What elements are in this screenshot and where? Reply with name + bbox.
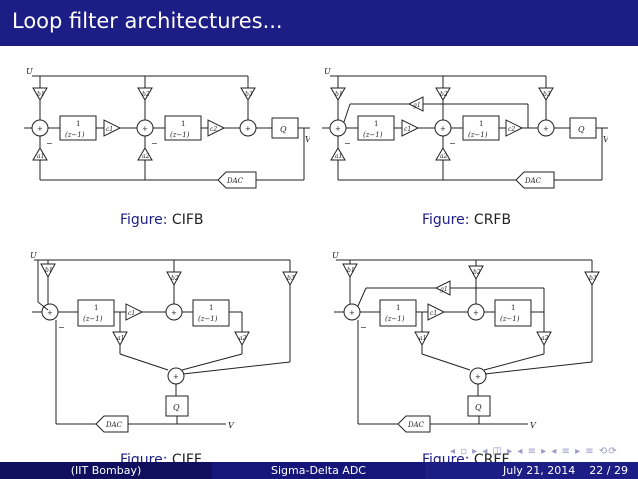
cifb-sum1-plus: + [37, 125, 43, 133]
caption-crfb: Figure: CRFB [422, 212, 511, 228]
crfb-input-label: U [324, 67, 331, 76]
footer-date: July 21, 2014 [503, 464, 576, 477]
cifb-quantizer-label: Q [280, 125, 287, 134]
ciff-diagram: U b1 b2 b3 + + + − 1 (z−1) 1 (z−1) c1 a1… [30, 251, 298, 433]
crfb-b1-label: b1 [335, 91, 343, 98]
crfb-sum2-minus: − [449, 139, 456, 148]
ciff-int1-num: 1 [94, 304, 98, 312]
caption-crfb-name: CRFB [473, 212, 512, 228]
crfb-sum3-plus: + [543, 125, 549, 133]
crff-sum2-plus: + [473, 309, 479, 317]
crfb-a2-label: a2 [440, 153, 448, 160]
crff-b1-label: b1 [347, 267, 355, 274]
ciff-dac-label: DAC [105, 421, 123, 429]
cifb-int2-den: (z−1) [170, 131, 190, 139]
cifb-int2-num: 1 [181, 120, 185, 128]
crfb-diagram: U b1 b2 b3 g1 + + + − − 1 (z−1) 1 (z−1) … [322, 67, 608, 189]
crfb-dac-label: DAC [524, 177, 542, 185]
caption-crfb-prefix: Figure: [422, 212, 470, 228]
ciff-quantizer-label: Q [173, 403, 180, 412]
crfb-b3-label: b3 [543, 91, 551, 98]
ciff-int2-den: (z−1) [198, 315, 218, 323]
crff-g1-label: g1 [440, 286, 448, 293]
ciff-b2-label: b2 [171, 275, 179, 282]
cifb-output-label: V [305, 135, 310, 144]
ciff-sum3-plus: + [173, 373, 179, 381]
caption-cifb: Figure: CIFB [120, 212, 203, 228]
crfb-quantizer-label: Q [578, 125, 585, 134]
ciff-b3-label: b3 [287, 275, 295, 282]
cifb-input-label: U [26, 67, 33, 76]
crff-a2-label: a2 [541, 335, 549, 342]
ciff-int2-num: 1 [209, 304, 213, 312]
cifb-c1-label: c1 [106, 126, 113, 133]
crff-input-label: U [332, 251, 339, 260]
cifb-sum2-minus: − [151, 139, 158, 148]
cifb-sum2-plus: + [142, 125, 148, 133]
crfb-sum1-plus: + [335, 125, 341, 133]
crff-b2-label: b2 [473, 269, 481, 276]
crff-sum1-plus: + [349, 309, 355, 317]
cifb-diagram: U b1 b2 b3 + + + − − 1 (z−1) 1 (z−1) c1 … [24, 67, 310, 189]
crfb-a1-label: a1 [335, 153, 342, 160]
footer-talk-title: Sigma-Delta ADC [212, 462, 425, 479]
crfb-int2-den: (z−1) [468, 131, 488, 139]
crff-sum3-plus: + [475, 373, 481, 381]
crff-int1-den: (z−1) [385, 315, 405, 323]
footer-bar: (IIT Bombay) Sigma-Delta ADC July 21, 20… [0, 462, 638, 479]
ciff-sum1-plus: + [47, 309, 53, 317]
crff-quantizer-label: Q [475, 403, 482, 412]
crff-b3-label: b3 [589, 275, 597, 282]
crfb-g1-label: g1 [413, 102, 421, 109]
cifb-b2-label: b2 [142, 91, 150, 98]
ciff-a2-label: a2 [239, 335, 247, 342]
crfb-int1-den: (z−1) [363, 131, 383, 139]
cifb-a1-label: a1 [37, 153, 44, 160]
crff-a1-label: a1 [419, 335, 426, 342]
footer-institution: (IIT Bombay) [0, 462, 212, 479]
crff-int2-num: 1 [511, 304, 515, 312]
crff-diagram: U b1 b2 b3 g1 + + + − 1 (z−1) 1 (z−1) c1… [332, 251, 600, 433]
beamer-navigation-icons[interactable]: ◂ ▫ ▸ ◂ ◫ ▸ ◂ ≡ ▸ ◂ ≡ ▸ ≡ ⟲⟳ [450, 446, 618, 457]
caption-cifb-name: CIFB [171, 212, 204, 228]
footer-right: July 21, 2014 22 / 29 [425, 462, 638, 479]
crfb-output-label: V [603, 135, 608, 144]
cifb-sum1-minus: − [46, 139, 53, 148]
slide-title: Loop filter architectures... [12, 9, 283, 33]
ciff-sum1-minus: − [58, 323, 65, 332]
ciff-input-label: U [30, 251, 37, 260]
footer-page-number: 22 / 29 [589, 464, 628, 477]
ciff-sum2-plus: + [171, 309, 177, 317]
ciff-c1-label: c1 [128, 310, 135, 317]
cifb-c2-label: c2 [210, 126, 217, 133]
cifb-b3-label: b3 [245, 91, 253, 98]
crff-output-label: V [530, 421, 537, 430]
crfb-sum2-plus: + [440, 125, 446, 133]
crff-sum1-minus: − [360, 323, 367, 332]
crfb-b2-label: b2 [440, 91, 448, 98]
crff-c1-label: c1 [430, 310, 437, 317]
cifb-dac-label: DAC [226, 177, 244, 185]
title-bar: Loop filter architectures... [0, 0, 638, 46]
cifb-a2-label: a2 [142, 153, 150, 160]
cifb-int1-num: 1 [76, 120, 80, 128]
crff-dac-label: DAC [407, 421, 425, 429]
cifb-b1-label: b1 [37, 91, 45, 98]
cifb-sum3-plus: + [245, 125, 251, 133]
crfb-int1-num: 1 [374, 120, 378, 128]
crfb-c1-label: c1 [404, 126, 411, 133]
crff-int2-den: (z−1) [500, 315, 520, 323]
crfb-sum1-minus: − [344, 139, 351, 148]
ciff-b1-label: b1 [45, 267, 53, 274]
crff-int1-num: 1 [396, 304, 400, 312]
cifb-int1-den: (z−1) [65, 131, 85, 139]
crfb-int2-num: 1 [479, 120, 483, 128]
crfb-c2-label: c2 [508, 126, 515, 133]
ciff-int1-den: (z−1) [83, 315, 103, 323]
caption-cifb-prefix: Figure: [120, 212, 168, 228]
ciff-a1-label: a1 [117, 335, 124, 342]
ciff-output-label: V [228, 421, 235, 430]
